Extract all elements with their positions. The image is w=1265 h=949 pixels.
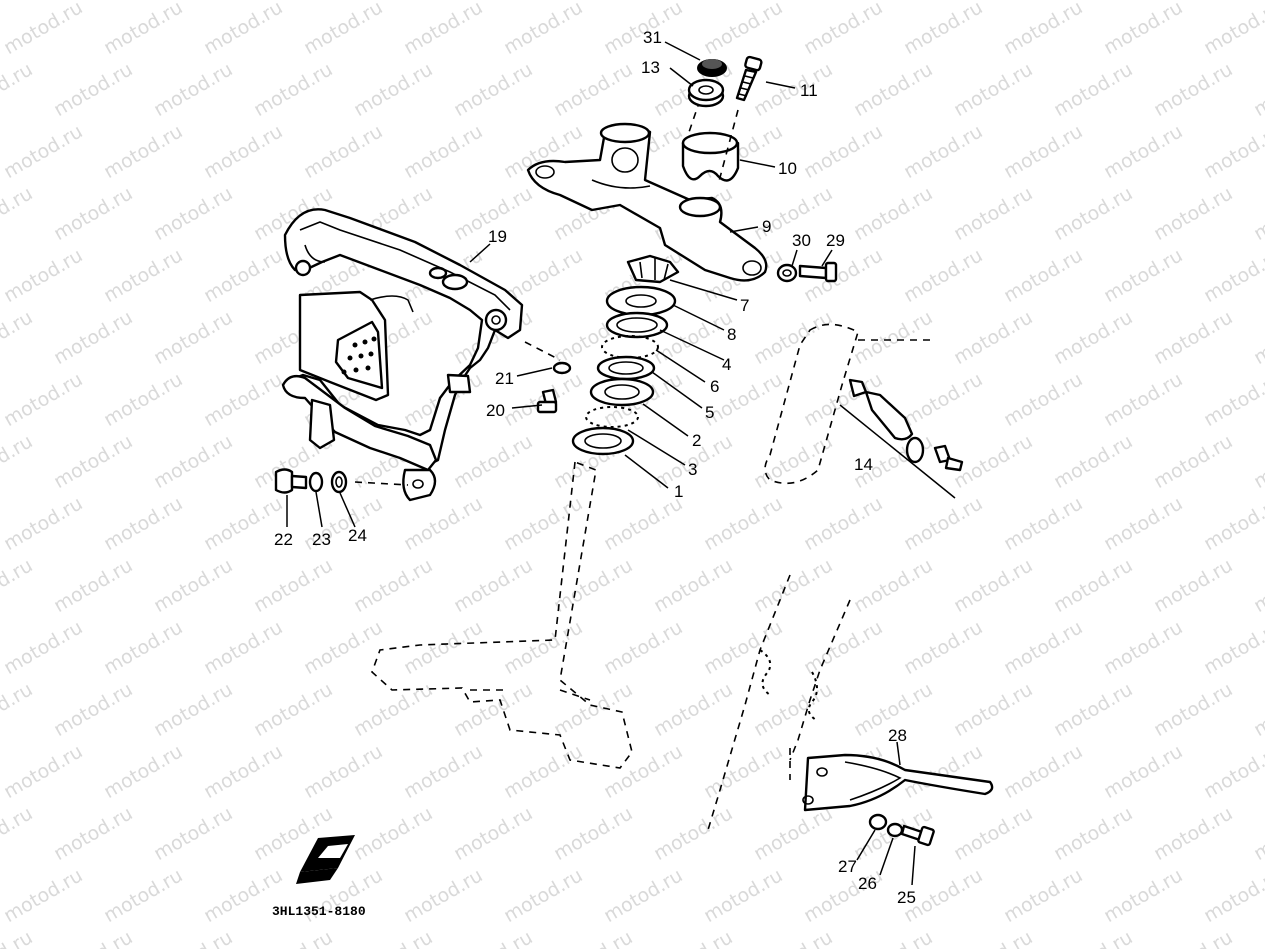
callout-30: 30 (792, 231, 811, 250)
bolt-set-14 (839, 378, 964, 499)
callout-31: 31 (643, 28, 662, 47)
callout-1: 1 (674, 482, 683, 501)
handlebar-holder (681, 131, 740, 182)
callout-24: 24 (348, 526, 367, 545)
callout-2: 2 (692, 431, 701, 450)
bolt-29 (798, 261, 838, 283)
bolt-22 (274, 468, 308, 494)
cap-31 (697, 59, 727, 77)
callout-29: 29 (826, 231, 845, 250)
callout-20: 20 (486, 401, 505, 420)
callout-26: 26 (858, 874, 877, 893)
callout-23: 23 (312, 530, 331, 549)
washer-30 (776, 263, 798, 283)
callout-6: 6 (710, 377, 719, 396)
callout-7: 7 (740, 296, 749, 315)
diagram-code: 3HL1351-8180 (272, 904, 366, 919)
ball-race-3 (571, 426, 635, 456)
callout-4: 4 (722, 355, 731, 374)
headlight-stay (281, 208, 524, 502)
washer-23 (308, 471, 324, 493)
nut-21-axis (524, 341, 561, 361)
callout-9: 9 (762, 217, 771, 236)
bolt-20 (536, 388, 558, 414)
plate-holes (341, 336, 377, 375)
ball-race-5 (596, 355, 656, 381)
callout-27: 27 (838, 857, 857, 876)
washer-26 (886, 822, 904, 838)
callout-8: 8 (727, 325, 736, 344)
callout-labels: 31 13 11 10 9 19 30 29 7 8 4 6 5 2 3 1 2… (274, 28, 916, 907)
washer-8 (605, 285, 677, 317)
fork-tube-outline (707, 323, 935, 831)
callout-19: 19 (488, 227, 507, 246)
bolt-22-axis (354, 481, 409, 486)
callout-25: 25 (897, 888, 916, 907)
lock-nut-7 (626, 254, 680, 284)
cable-guide-28 (789, 748, 994, 812)
washer-24 (330, 470, 348, 494)
ball-bearing-2 (585, 406, 639, 428)
callout-14: 14 (854, 455, 873, 474)
nut-21 (552, 361, 572, 375)
callout-5: 5 (705, 403, 714, 422)
bolt-25 (900, 824, 935, 847)
cover-4 (605, 311, 669, 339)
callout-21: 21 (495, 369, 514, 388)
bolt-11 (735, 55, 763, 102)
callout-22: 22 (274, 530, 293, 549)
ball-race-5-lower (589, 377, 655, 407)
upper-bracket (526, 122, 768, 282)
callout-28: 28 (888, 726, 907, 745)
front-direction-icon (296, 835, 355, 884)
under-bracket-outline (371, 460, 633, 769)
leader-lines (286, 41, 916, 886)
callout-11: 11 (800, 81, 818, 100)
callout-10: 10 (778, 159, 797, 178)
bearing-race-6 (601, 335, 659, 359)
steering-nut-13 (687, 78, 725, 108)
callout-3: 3 (688, 460, 697, 479)
washer-27 (868, 813, 888, 831)
callout-13: 13 (641, 58, 660, 77)
